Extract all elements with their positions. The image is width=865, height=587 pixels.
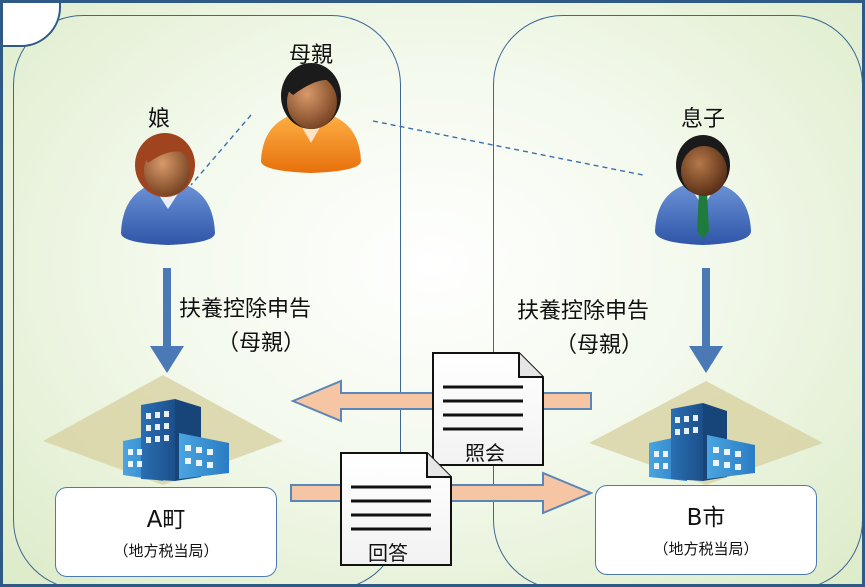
mother-person-icon [261, 63, 361, 173]
building-b-icon [589, 381, 823, 485]
office-b-box: B市 （地方税当局） [595, 485, 817, 575]
declaration-right-target: （母親） [555, 333, 644, 358]
declaration-right-label: 扶養控除申告 [517, 299, 650, 324]
office-a-subtitle: （地方税当局） [113, 542, 219, 560]
answer-label: 回答 [368, 541, 408, 565]
office-a-name: A町 [146, 507, 186, 533]
relation-line-mother-son [372, 120, 644, 176]
inquiry-label: 照会 [465, 441, 505, 465]
daughter-label: 娘 [148, 107, 171, 132]
answer-document-icon [340, 452, 452, 566]
building-a-icon [43, 375, 283, 485]
daughter-person-icon [121, 133, 215, 245]
inquiry-document-icon [432, 352, 544, 466]
office-b-name: B市 [686, 505, 726, 531]
declaration-left-target: （母親） [217, 331, 306, 356]
mother-label: 母親 [289, 43, 334, 68]
son-label: 息子 [681, 107, 726, 132]
relation-line-mother-daughter [190, 114, 252, 186]
declaration-left-label: 扶養控除申告 [179, 297, 312, 322]
diagram-graphics [43, 63, 823, 566]
region-a-town [13, 15, 401, 584]
office-b-subtitle: （地方税当局） [653, 540, 759, 558]
declaration-arrow-right [689, 268, 723, 373]
declaration-arrow-left [150, 268, 184, 373]
office-a-box: A町 （地方税当局） [55, 487, 277, 577]
region-b-city [493, 15, 862, 584]
son-person-icon [655, 135, 751, 245]
